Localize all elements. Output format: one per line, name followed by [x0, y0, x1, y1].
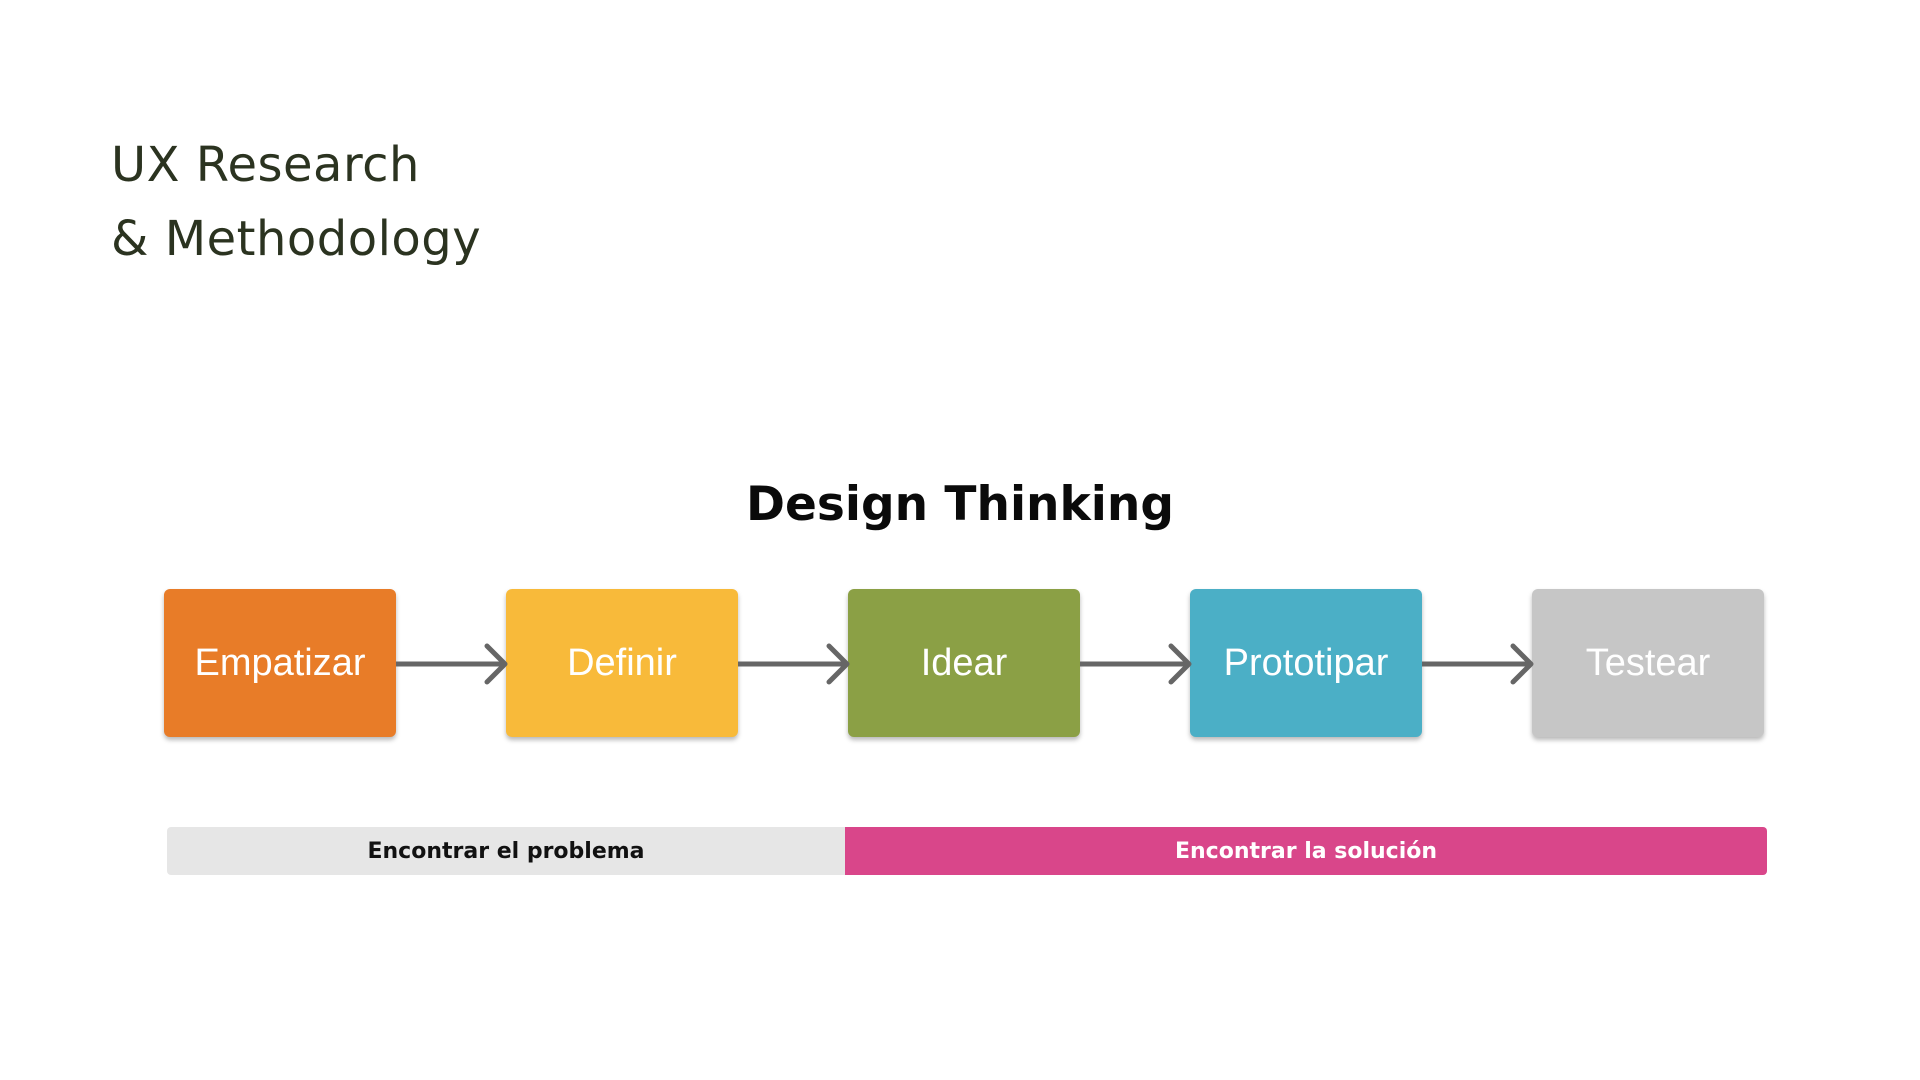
arrow-empatizar-definir	[396, 643, 508, 685]
step-empatizar: Empatizar	[164, 589, 396, 737]
page-title: UX Research & Methodology	[111, 128, 481, 276]
arrow-prototipar-testear	[1422, 643, 1534, 685]
step-prototipar: Prototipar	[1190, 589, 1422, 737]
diagram-title: Design Thinking	[745, 477, 1174, 532]
phase-find-solution: Encontrar la solución	[845, 827, 1767, 875]
page-title-line-1: UX Research	[111, 137, 420, 193]
step-idear: Idear	[848, 589, 1080, 737]
phase-find-problem: Encontrar el problema	[167, 827, 845, 875]
step-definir: Definir	[506, 589, 738, 737]
page-title-line-2: & Methodology	[111, 211, 482, 267]
step-testear: Testear	[1532, 589, 1764, 737]
arrow-idear-prototipar	[1080, 643, 1192, 685]
arrow-definir-idear	[738, 643, 850, 685]
